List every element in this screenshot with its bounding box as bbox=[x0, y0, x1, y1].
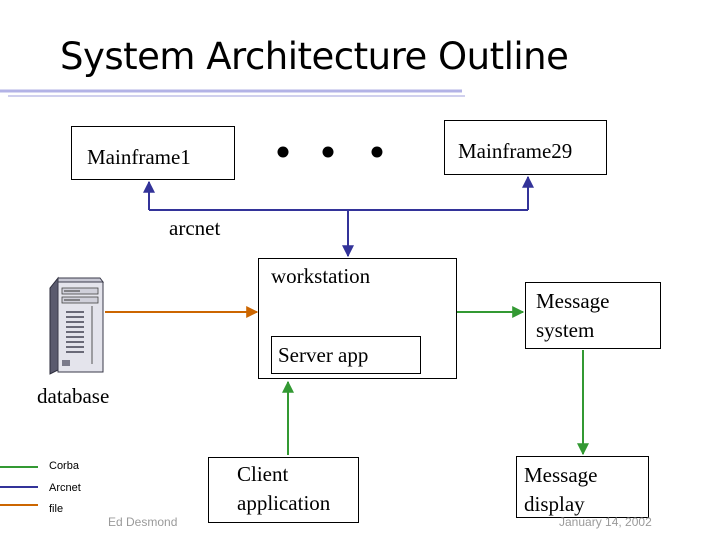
server-app-box bbox=[271, 336, 421, 374]
database-label: database bbox=[37, 384, 110, 408]
server-tower-icon bbox=[49, 276, 104, 375]
page-title: System Architecture Outline bbox=[60, 35, 569, 78]
client-application-label-line2: application bbox=[237, 491, 331, 515]
ellipsis-dots bbox=[277, 146, 383, 158]
arcnet-label: arcnet bbox=[169, 216, 221, 240]
message-display-box bbox=[516, 456, 649, 518]
legend-lines bbox=[0, 466, 38, 506]
footer-date: January 14, 2002 bbox=[559, 515, 652, 529]
ellipsis-dot bbox=[277, 146, 289, 158]
mainframe1-box bbox=[71, 126, 235, 180]
message-system-box bbox=[525, 282, 661, 349]
legend-label-corba: Corba bbox=[49, 460, 79, 472]
legend-label-file: file bbox=[49, 503, 64, 515]
client-application-box bbox=[208, 457, 359, 523]
mainframe29-label: Mainframe29 bbox=[458, 139, 573, 163]
mainframe29-box bbox=[444, 120, 607, 175]
client-application-label-line1: Client bbox=[237, 462, 289, 486]
title-rule bbox=[0, 89, 465, 97]
footer-author: Ed Desmond bbox=[108, 515, 178, 529]
arcnet-connector bbox=[143, 175, 534, 258]
message-display-label-line2: display bbox=[524, 492, 585, 516]
workstation-label: workstation bbox=[271, 264, 371, 288]
ellipsis-dot bbox=[371, 146, 383, 158]
ellipsis-dot bbox=[322, 146, 334, 158]
message-system-label-line1: Message bbox=[536, 289, 610, 313]
message-display-label-line1: Message bbox=[524, 463, 598, 487]
mainframe1-label: Mainframe1 bbox=[87, 145, 191, 169]
message-system-label-line2: system bbox=[536, 318, 595, 342]
legend-label-arcnet: Arcnet bbox=[49, 482, 81, 494]
server-app-label: Server app bbox=[278, 343, 369, 367]
